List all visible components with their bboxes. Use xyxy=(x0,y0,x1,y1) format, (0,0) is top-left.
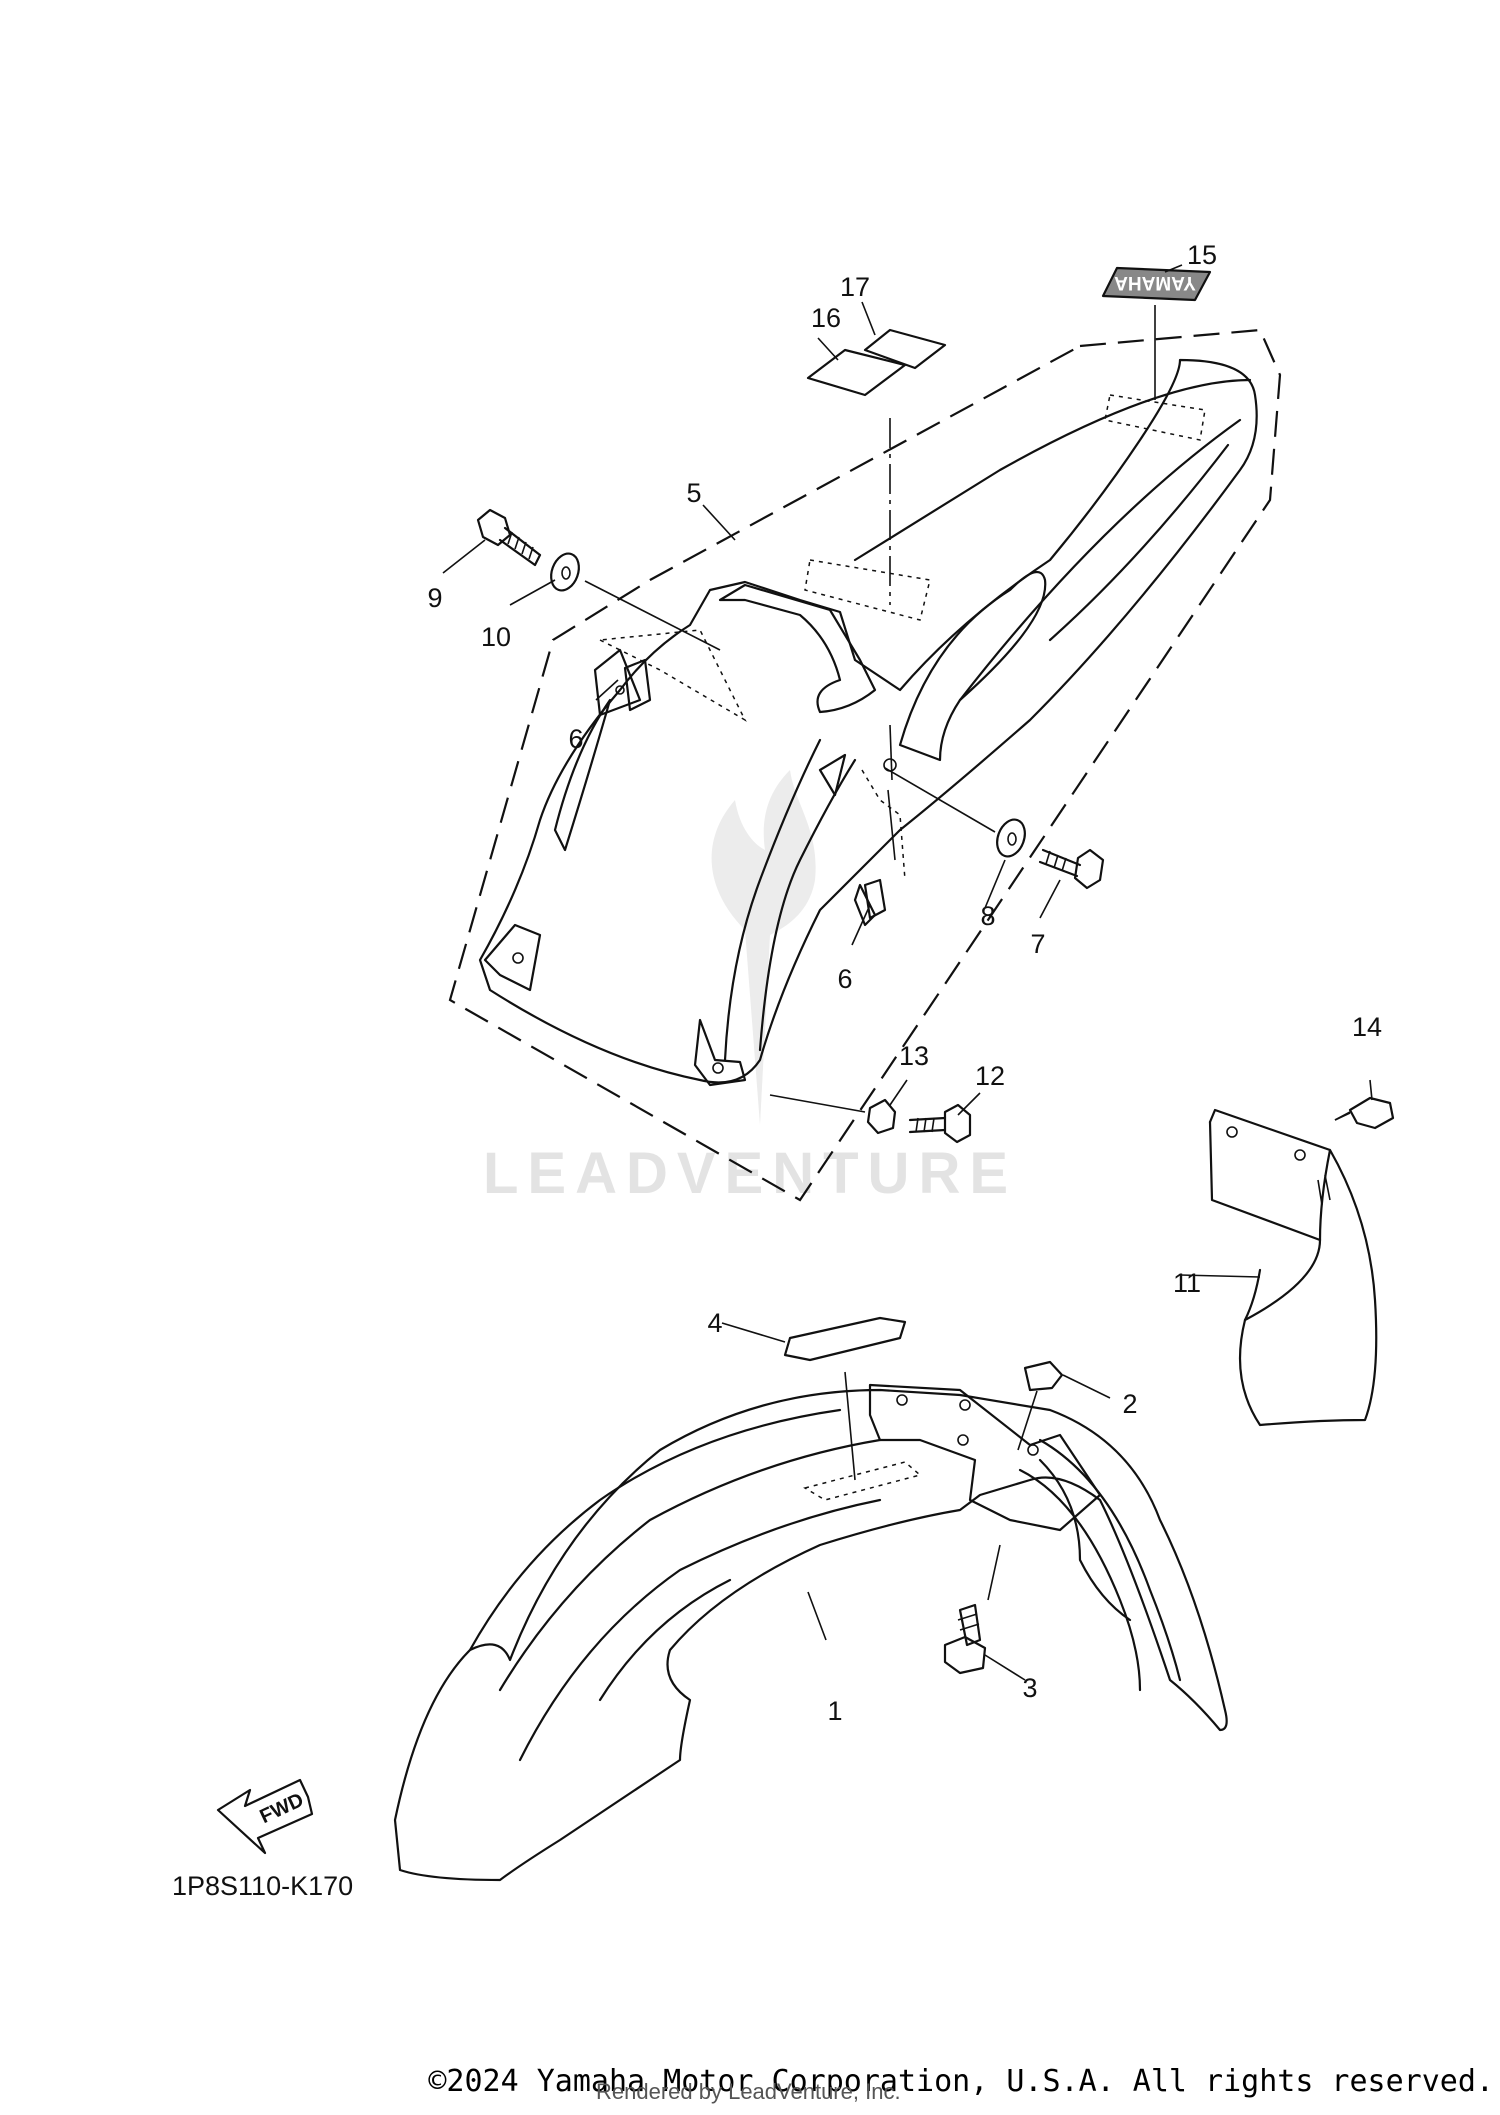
washer-10 xyxy=(550,552,580,592)
callout-1: 1 xyxy=(827,1696,842,1726)
callout-15: 15 xyxy=(1187,240,1217,270)
decal-4 xyxy=(783,1316,907,1362)
callouts: 1 2 3 4 5 6 6 7 8 9 10 11 12 13 14 15 16… xyxy=(427,240,1382,1726)
collar-2 xyxy=(1023,1360,1064,1392)
decal-16 xyxy=(806,348,907,397)
washer-8 xyxy=(996,818,1026,858)
mud-flap xyxy=(1208,1096,1395,1427)
yamaha-decal-text: YAMAHA xyxy=(1114,272,1196,293)
callout-11: 11 xyxy=(1173,1268,1201,1298)
callout-8: 8 xyxy=(980,901,995,931)
front-fender xyxy=(393,1388,1228,1882)
collar-13 xyxy=(866,1098,897,1135)
callout-7: 7 xyxy=(1030,929,1045,959)
rear-fender-assembly xyxy=(448,328,1282,1202)
leader-lines xyxy=(442,264,1373,1681)
callout-17: 17 xyxy=(840,272,870,302)
callout-5: 5 xyxy=(686,478,701,508)
callout-6b: 6 xyxy=(837,964,852,994)
callout-16: 16 xyxy=(811,303,841,333)
fasteners-rear xyxy=(476,508,1105,1144)
nut-6b xyxy=(863,878,887,920)
bolt-3 xyxy=(958,1603,982,1647)
bolt-12 xyxy=(908,1116,947,1134)
front-fender-assembly xyxy=(393,1316,1228,1882)
callout-6a: 6 xyxy=(568,724,583,754)
copyright-notice: ©2024 Yamaha Motor Corporation, U.S.A. A… xyxy=(428,2064,1494,2099)
callout-10: 10 xyxy=(481,622,511,652)
callout-4: 4 xyxy=(707,1308,722,1338)
callout-13: 13 xyxy=(899,1041,929,1071)
fender-bracket xyxy=(868,1383,1102,1532)
callout-2: 2 xyxy=(1122,1389,1137,1419)
callout-3: 3 xyxy=(1022,1673,1037,1703)
fwd-arrow: FWD xyxy=(216,1778,314,1855)
rendered-by-note: Rendered by LeadVenture, Inc. xyxy=(596,2079,901,2104)
fwd-label: FWD xyxy=(257,1789,308,1828)
yamaha-decal xyxy=(1101,266,1212,302)
diagram-code: 1P8S110-K170 xyxy=(172,1871,353,1901)
nut-6 xyxy=(623,658,652,712)
callout-9: 9 xyxy=(427,583,442,613)
watermark: LEADVENTURE xyxy=(483,770,1017,1206)
screw-14 xyxy=(1348,1096,1395,1130)
assembly-outline xyxy=(448,328,1282,1202)
callout-12: 12 xyxy=(975,1061,1005,1091)
callout-14: 14 xyxy=(1352,1012,1382,1042)
decal-group: YAMAHA xyxy=(806,266,1212,397)
bolt-9 xyxy=(476,508,512,547)
watermark-text: LEADVENTURE xyxy=(483,1141,1017,1206)
decal-17 xyxy=(863,328,947,370)
